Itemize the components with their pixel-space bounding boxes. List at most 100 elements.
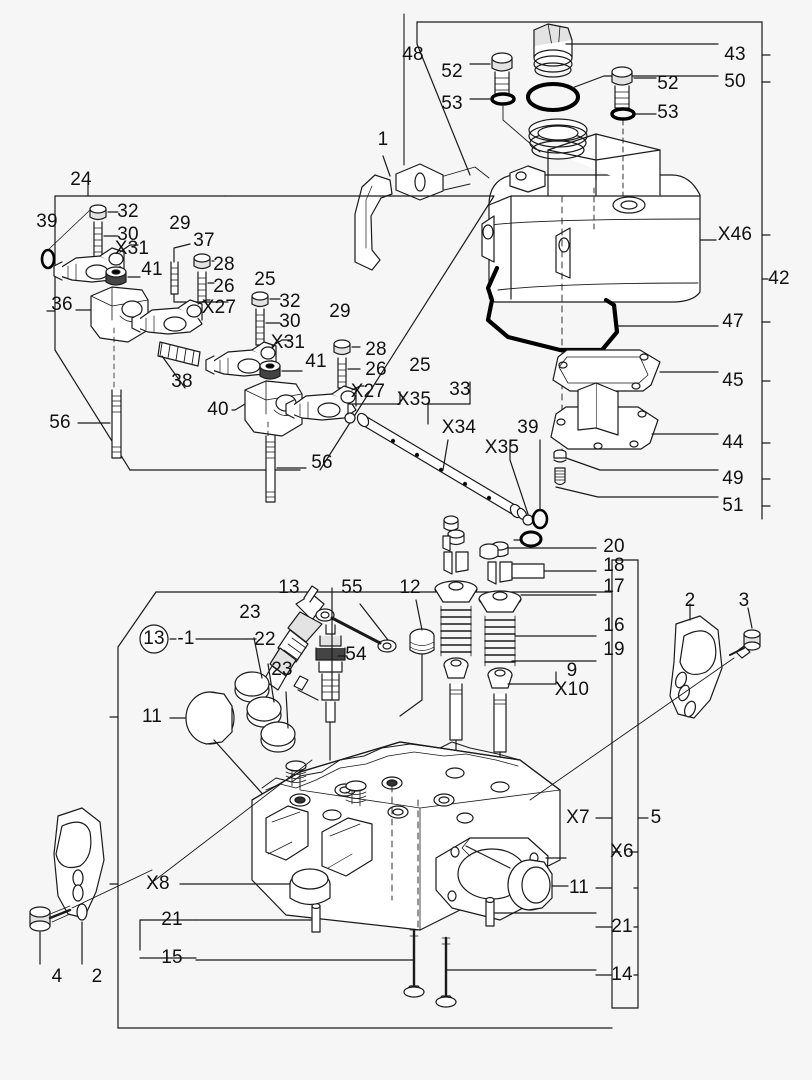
callout-16: 16 [603, 615, 625, 636]
callout-labels: 24 39 32 30 29 X31 37 41 28 26 25 36 X27… [36, 44, 790, 987]
callout-28b: 28 [365, 339, 387, 360]
pin-37-set [131, 243, 229, 335]
pin-28-26-set-2 [285, 339, 365, 421]
callout-53a: 53 [441, 93, 463, 114]
callout-19: 19 [603, 639, 625, 660]
callout-21b: 21 [611, 916, 633, 937]
valve-spring-stack-left [434, 529, 478, 791]
callout-29b: 29 [329, 301, 351, 322]
callout-3: 3 [739, 590, 750, 611]
plug-52-left [469, 52, 541, 153]
callout-52a: 52 [441, 61, 463, 82]
callout-x8: X8 [146, 873, 170, 894]
oil-filler-cap-43 [533, 23, 719, 78]
o-ring-50 [526, 75, 719, 112]
breather-hose-1 [354, 13, 490, 271]
bolt-49-51 [553, 449, 719, 498]
callout-45: 45 [722, 370, 744, 391]
callout-x6: X6 [610, 841, 634, 862]
callout-40: 40 [207, 399, 229, 420]
rocker-shaft-x34 [344, 381, 549, 530]
callout-x31b: X31 [271, 332, 305, 353]
callout-22: 22 [254, 629, 276, 650]
callout-56a: 56 [49, 412, 71, 433]
callout-18: 18 [603, 555, 625, 576]
callout-43: 43 [724, 44, 746, 65]
plug-52-right [610, 66, 657, 197]
glow-plug-54 [293, 587, 397, 761]
callout-52b: 52 [657, 73, 679, 94]
callout-33: 33 [449, 379, 471, 400]
callout-39a: 39 [36, 211, 58, 232]
callout-24: 24 [70, 169, 92, 190]
callout-30a: 30 [117, 224, 139, 245]
callout-41b: 41 [305, 351, 327, 372]
valve-cover-body [481, 118, 717, 456]
rocker-arm-set-2 [205, 291, 307, 503]
callout-55: 55 [341, 577, 363, 598]
callout-26a: 26 [213, 276, 235, 297]
callout-42: 42 [768, 268, 790, 289]
callout-2-left: 2 [92, 966, 103, 987]
callout-x46: X46 [718, 224, 752, 245]
callout-32a: 32 [117, 201, 139, 222]
lifting-bracket-2-left [29, 807, 153, 965]
callout-11-right: 11 [569, 877, 589, 898]
callout-x27a: X27 [202, 297, 236, 318]
callout-49: 49 [722, 468, 744, 489]
callout-32b: 32 [279, 291, 301, 312]
callout-20: 20 [603, 536, 625, 557]
fuel-injector-13 [245, 585, 325, 691]
callout-51: 51 [722, 495, 744, 516]
callout-4: 4 [52, 966, 63, 987]
callout-47: 47 [722, 311, 744, 332]
callout-13: 13 [278, 577, 300, 598]
callout-1: 1 [378, 129, 389, 150]
intake-exhaust-valves [195, 928, 597, 1008]
callout-14: 14 [611, 964, 633, 985]
callout-36: 36 [51, 294, 73, 315]
callout-x34: X34 [442, 417, 477, 438]
callout-11-left: 11 [142, 706, 162, 727]
valve-cover-gasket-47 [485, 265, 719, 353]
callout-28a: 28 [213, 254, 235, 275]
injector-seals [234, 637, 296, 753]
callout-9: 9 [567, 660, 578, 681]
valve-cover-group-frame [416, 21, 771, 520]
breather-baffle-44 [550, 382, 719, 450]
callout-50: 50 [724, 71, 746, 92]
bottom-leaders [139, 919, 197, 959]
callout-39b: 39 [517, 417, 539, 438]
callout-30b: 30 [279, 311, 301, 332]
callout-x10: X10 [555, 679, 589, 700]
callout-x7: X7 [566, 807, 590, 828]
callout-17: 17 [603, 576, 625, 597]
cylinder-head-group-frame-5 [109, 559, 649, 1029]
callout-25a: 25 [254, 269, 276, 290]
callout-12: 12 [399, 577, 421, 598]
rocker-arm-set-1 [40, 204, 201, 459]
callout-26b: 26 [365, 359, 387, 380]
callout-15: 15 [161, 947, 183, 968]
callout-21a: 21 [161, 909, 183, 930]
callout-x35b: X35 [485, 437, 519, 458]
callout-23a: 23 [239, 602, 261, 623]
small-valve-parts [442, 515, 543, 560]
callout-41a: 41 [141, 259, 163, 280]
callout-13-ring: 13 [143, 628, 165, 649]
callout-44: 44 [722, 432, 744, 453]
freeze-plug-11-left [169, 691, 269, 801]
callout-48: 48 [402, 44, 424, 65]
callout-2-right: 2 [685, 590, 696, 611]
callout-dash-1: -1 [177, 628, 194, 649]
callout-x31a: X31 [115, 238, 149, 259]
lifting-bracket-2-right [529, 603, 761, 801]
core-plug-12 [399, 599, 435, 717]
callout-25b: 25 [409, 355, 431, 376]
callout-38: 38 [171, 371, 193, 392]
callout-x35a: X35 [397, 389, 431, 410]
callout-23b: 23 [271, 659, 293, 680]
callout-54: 54 [345, 644, 367, 665]
